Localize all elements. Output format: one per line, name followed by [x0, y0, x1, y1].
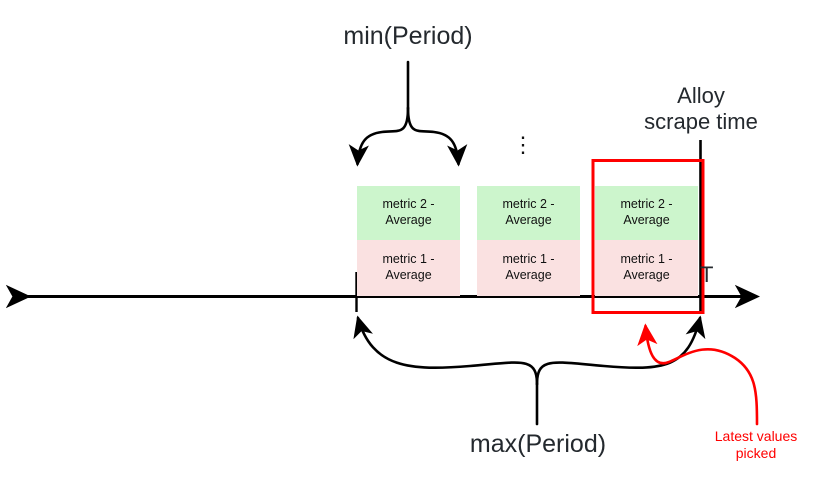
- metric-1-average-cell: metric 1 - Average: [595, 240, 698, 296]
- min-period-brace: [348, 60, 468, 167]
- metric-2-average-cell: metric 2 - Average: [357, 186, 460, 240]
- metric-1-average-cell: metric 1 - Average: [477, 240, 580, 296]
- max-period-label: max(Period): [469, 430, 607, 458]
- latest-period-highlight: [591, 159, 705, 314]
- latest-values-picked-label: Latest values picked: [714, 428, 798, 461]
- metric-1-average-cell: metric 1 - Average: [357, 240, 460, 296]
- max-period-brace: [353, 315, 706, 426]
- min-period-label: min(Period): [343, 22, 473, 50]
- time-axis-label: T: [700, 262, 714, 287]
- latest-values-callout: [637, 323, 759, 426]
- alloy-scrape-time-label: Alloy scrape time: [644, 83, 758, 134]
- periods-continuation-ellipsis: ⋮: [512, 132, 534, 157]
- metric-2-average-cell: metric 2 - Average: [477, 186, 580, 240]
- metric-2-average-cell: metric 2 - Average: [595, 186, 698, 240]
